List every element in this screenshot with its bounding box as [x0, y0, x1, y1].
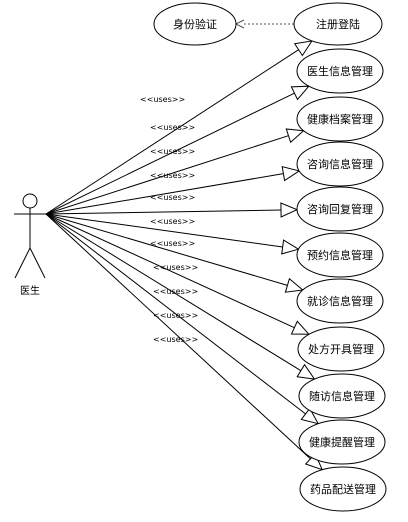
association-line-3 — [45, 92, 295, 215]
uses-label-11: <<uses>> — [153, 311, 198, 320]
uses-label-2: <<uses>> — [140, 95, 185, 104]
association-arrowhead-9 — [290, 320, 311, 335]
association-line-10 — [45, 213, 302, 372]
uses-label-9: <<uses>> — [153, 263, 198, 272]
use-case-11 — [298, 419, 386, 465]
uses-label-10: <<uses>> — [153, 287, 198, 296]
use-case-label-9: 处方开具管理 — [308, 342, 374, 356]
association-lines — [45, 40, 324, 471]
use-case-label-2: 注册登陆 — [316, 17, 360, 31]
use-case-9 — [297, 326, 385, 372]
association-arrowhead-12 — [304, 452, 324, 471]
use-case-label-4: 健康档案管理 — [307, 112, 373, 126]
include-relationship — [234, 19, 294, 29]
use-case-label-11: 健康提醒管理 — [309, 435, 375, 449]
use-case-label-8: 就诊信息管理 — [307, 294, 373, 308]
use-cases: 身份验证 注册登陆医生信息管理健康档案管理咨询信息管理咨询回复管理预约信息管理就诊… — [153, 2, 387, 512]
association-arrowhead-2 — [293, 40, 314, 57]
association-line-6 — [45, 209, 282, 215]
use-case-6 — [296, 186, 384, 232]
association-line-5 — [45, 173, 284, 215]
association-line-12 — [45, 213, 311, 460]
association-arrowhead-6 — [280, 202, 299, 218]
uses-label-6: <<uses>> — [150, 193, 195, 202]
association-line-2 — [45, 49, 299, 215]
use-case-4 — [296, 96, 384, 142]
uses-label-7: <<uses>> — [150, 217, 195, 226]
association-arrowhead-5 — [281, 166, 301, 182]
association-line-4 — [45, 135, 289, 215]
uses-label-4: <<uses>> — [150, 147, 195, 156]
association-arrowhead-8 — [284, 277, 304, 293]
actor-figure — [14, 193, 46, 279]
use-case-7 — [296, 232, 384, 278]
association-arrowhead-4 — [285, 128, 305, 144]
association-arrowhead-10 — [296, 363, 316, 380]
association-line-9 — [45, 213, 295, 329]
use-case-5 — [296, 141, 384, 187]
association-line-7 — [45, 213, 283, 248]
use-case-label-1: 身份验证 — [173, 17, 217, 31]
association-arrowhead-3 — [290, 85, 310, 101]
use-case-1 — [153, 2, 237, 46]
use-case-label-3: 医生信息管理 — [307, 64, 373, 78]
use-case-8 — [296, 278, 384, 324]
use-case-label-6: 咨询回复管理 — [307, 202, 373, 216]
use-case-label-5: 咨询信息管理 — [307, 157, 373, 171]
use-case-label-10: 随访信息管理 — [309, 389, 375, 403]
association-arrowhead-7 — [281, 239, 300, 255]
use-case-label-7: 预约信息管理 — [307, 248, 373, 262]
use-case-2 — [293, 2, 383, 46]
use-case-10 — [298, 373, 386, 419]
actor-label: 医生 — [20, 284, 40, 297]
uses-label-12: <<uses>> — [153, 335, 198, 344]
association-line-11 — [45, 213, 306, 415]
actor: 医生 — [14, 193, 46, 297]
uses-label-5: <<uses>> — [150, 171, 195, 180]
include-arrowhead — [234, 19, 245, 29]
uses-label-3: <<uses>> — [150, 123, 195, 132]
use-case-label-12: 药品配送管理 — [310, 482, 376, 496]
uses-label-8: <<uses>> — [150, 239, 195, 248]
association-line-8 — [45, 213, 288, 286]
use-case-3 — [296, 48, 384, 94]
use-case-12 — [299, 466, 387, 512]
association-arrowhead-11 — [300, 407, 320, 425]
stereotype-labels: <<uses>> <<uses>> <<uses>> <<uses>> <<uses>>… — [140, 95, 198, 344]
